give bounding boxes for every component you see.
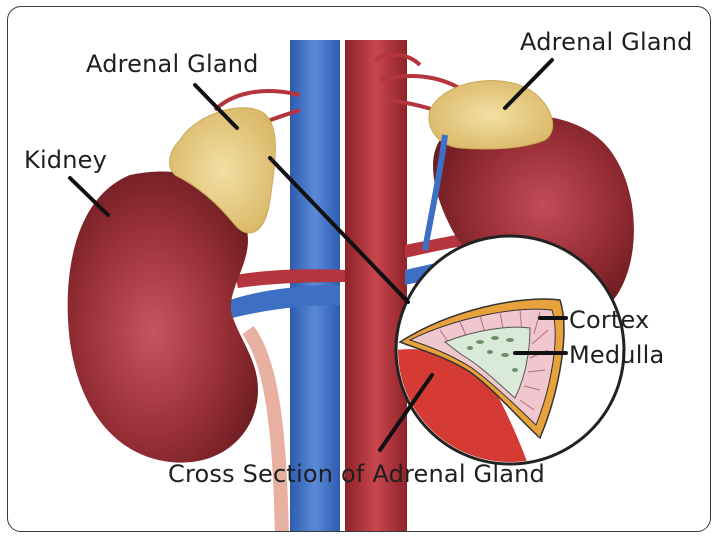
label-adrenal-gland-left: Adrenal Gland — [86, 50, 259, 78]
right-adrenal-vein — [422, 134, 448, 251]
aorta — [345, 40, 407, 531]
left-renal-vein — [230, 285, 340, 318]
medulla-region — [443, 326, 531, 399]
label-cross-section: Cross Section of Adrenal Gland — [168, 460, 545, 488]
right-adrenal-gland — [428, 80, 554, 150]
label-cortex: Cortex — [569, 306, 650, 334]
medulla-cells — [467, 336, 518, 372]
leader-adrenal-right — [503, 58, 554, 110]
left-renal-artery — [235, 269, 345, 288]
label-adrenal-gland-right: Adrenal Gland — [520, 28, 693, 56]
label-medulla: Medulla — [569, 341, 665, 369]
left-kidney — [67, 171, 258, 463]
left-ureter — [242, 325, 289, 531]
label-kidney: Kidney — [24, 146, 108, 174]
leader-kidney — [68, 176, 110, 217]
leader-cross-section — [378, 373, 434, 452]
leader-to-inset — [268, 156, 410, 304]
left-adrenal-gland — [169, 107, 276, 234]
leader-lines — [68, 58, 568, 452]
leader-adrenal-left — [193, 83, 239, 130]
